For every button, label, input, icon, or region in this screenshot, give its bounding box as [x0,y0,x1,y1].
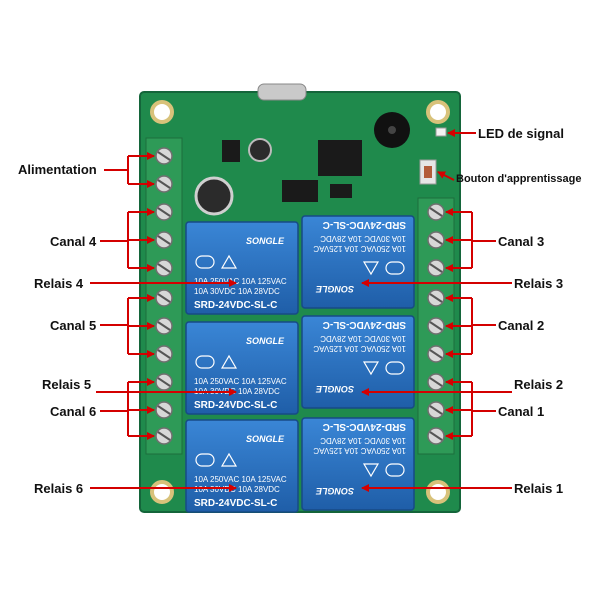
screw-terminal [427,231,445,249]
mounting-hole [150,480,174,504]
mounting-hole [426,100,450,124]
screw-terminal [155,259,173,277]
relay-rating-1: 10A 250VAC 10A 125VAC [194,377,287,386]
label-relais-5: Relais 5 [42,377,92,392]
label-canal-4: Canal 4 [50,234,97,249]
relay-brand: SONGLE [246,434,285,444]
mounting-hole [426,480,450,504]
learning-button-cap [424,166,432,178]
screw-terminal [427,427,445,445]
relay-rating-2: 10A 30VDC 10A 28VDC [320,234,406,243]
screw-terminal [427,289,445,307]
screw-terminal [155,427,173,445]
relay-rating-2: 10A 30VDC 10A 28VDC [194,387,280,396]
screw-terminal [427,317,445,335]
ic-chip [222,140,240,162]
screw-terminal [427,373,445,391]
relay-model: SRD-24VDC-SL-C [323,421,406,432]
relay-brand: SONGLE [246,336,285,346]
screw-terminal [155,345,173,363]
capacitor [194,176,234,216]
label-canal-2: Canal 2 [498,318,545,333]
label-bouton: Bouton d'apprentissage [456,173,582,185]
label-relais-1: Relais 1 [514,481,564,496]
relay-rating-2: 10A 30VDC 10A 28VDC [194,287,280,296]
label-relais-6: Relais 6 [34,481,84,496]
screw-terminal [427,203,445,221]
screw-terminal [427,345,445,363]
relay-model: SRD-24VDC-SL-C [194,498,277,509]
ic-chip [318,140,362,176]
signal-led [435,127,447,137]
screw-terminal [155,203,173,221]
relay-rating-1: 10A 250VAC 10A 125VAC [313,344,406,353]
ic-chip [330,184,352,198]
capacitor [248,138,272,162]
label-led-signal: LED de signal [478,126,564,141]
label-canal-6: Canal 6 [50,404,97,419]
screw-terminal [427,259,445,277]
relay-brand: SONGLE [315,486,354,496]
screw-terminal [155,231,173,249]
relay-rating-2: 10A 30VDC 10A 28VDC [320,436,406,445]
ic-chip [282,180,318,202]
screw-terminal [427,401,445,419]
screw-terminal [155,289,173,307]
label-canal-5: Canal 5 [50,318,97,333]
label-alimentation: Alimentation [18,162,97,177]
label-relais-2: Relais 2 [514,377,564,392]
screw-terminal [155,373,173,391]
relay-rating-1: 10A 250VAC 10A 125VAC [313,244,406,253]
buzzer-hole [388,126,396,134]
relay-brand: SONGLE [246,236,285,246]
relay-brand: SONGLE [315,384,354,394]
screw-terminal [155,317,173,335]
relay-rating-1: 10A 250VAC 10A 125VAC [194,475,287,484]
relay-rating-2: 10A 30VDC 10A 28VDC [194,485,280,494]
relay-rating-2: 10A 30VDC 10A 28VDC [320,334,406,343]
screw-terminal [155,401,173,419]
relay-model: SRD-24VDC-SL-C [194,300,277,311]
screw-terminal [155,175,173,193]
relay-rating-1: 10A 250VAC 10A 125VAC [313,446,406,455]
label-canal-1: Canal 1 [498,404,545,419]
screw-terminal [155,147,173,165]
crystal [257,83,307,101]
label-canal-3: Canal 3 [498,234,545,249]
relay-brand: SONGLE [315,284,354,294]
label-relais-3: Relais 3 [514,276,564,291]
label-relais-4: Relais 4 [34,276,84,291]
relay-model: SRD-24VDC-SL-C [323,319,406,330]
pointer-arrow [437,171,455,181]
relay-model: SRD-24VDC-SL-C [194,400,277,411]
relay-model: SRD-24VDC-SL-C [323,219,406,230]
mounting-hole [150,100,174,124]
relay-rating-1: 10A 250VAC 10A 125VAC [194,277,287,286]
